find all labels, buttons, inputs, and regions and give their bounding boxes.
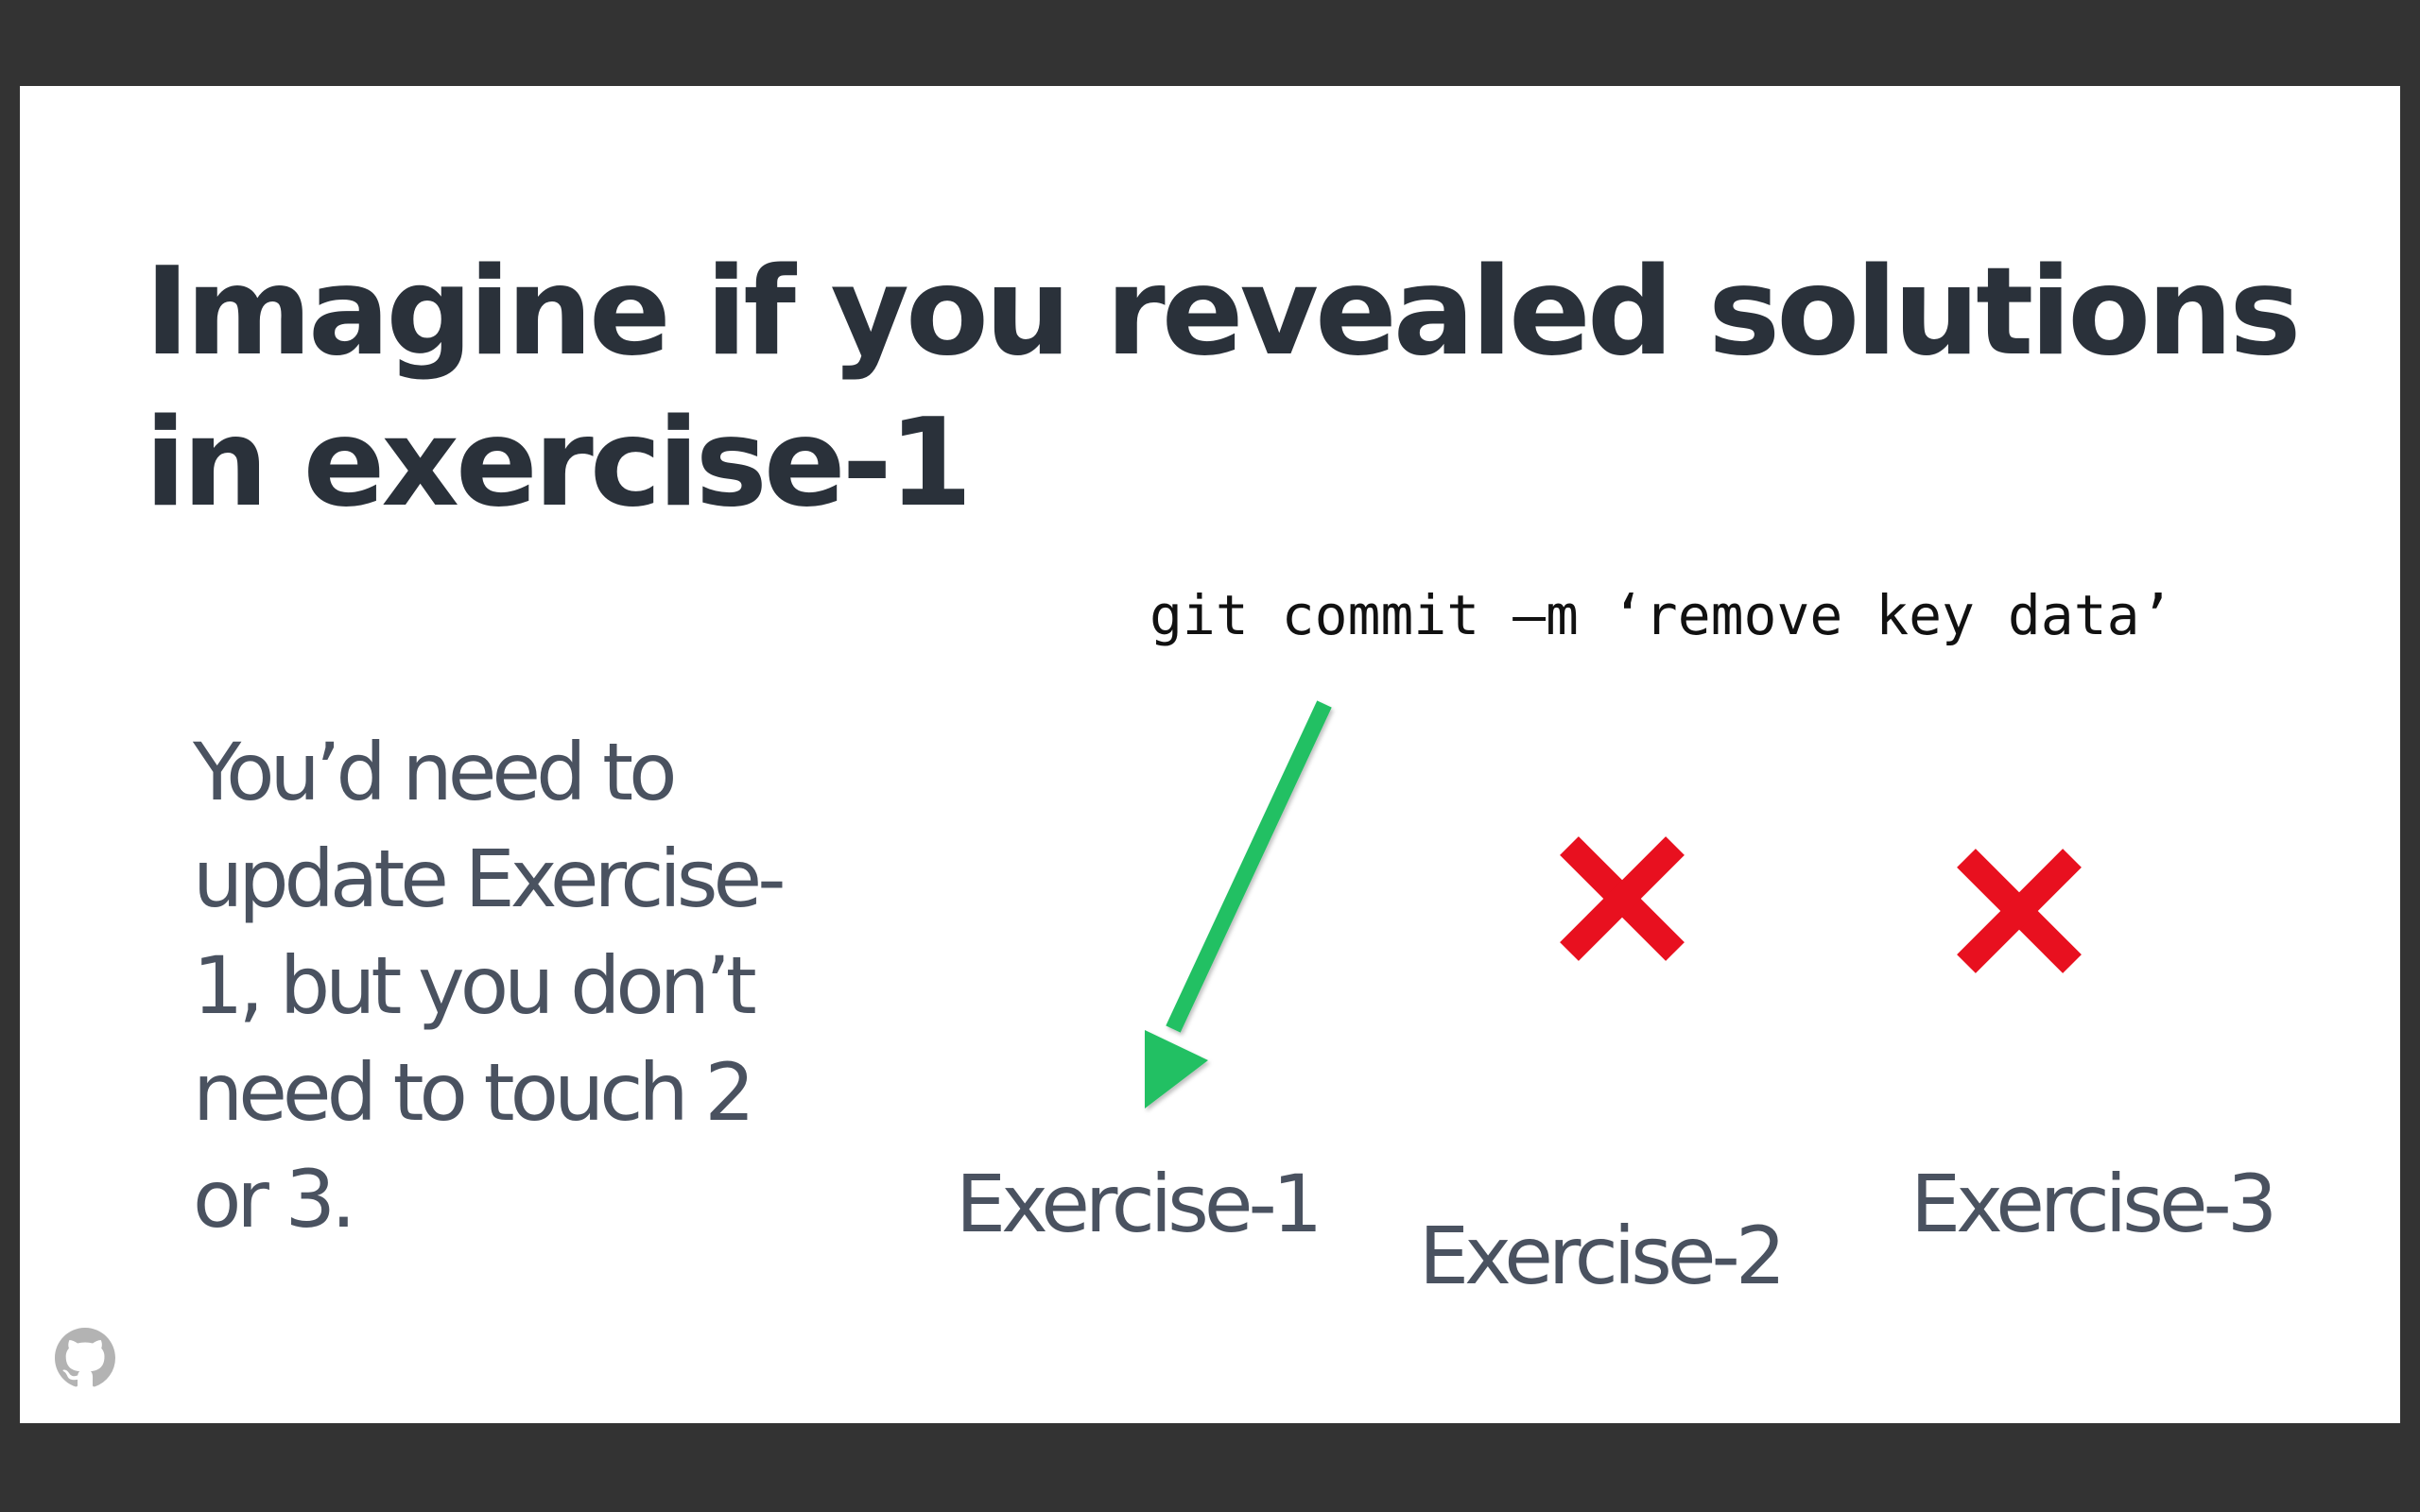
slide-title: Imagine if you revealed solutions in exe… xyxy=(145,242,2301,534)
github-octocat-icon xyxy=(55,1328,115,1387)
slide: Imagine if you revealed solutions in exe… xyxy=(20,86,2400,1423)
red-x-icon xyxy=(1957,849,2082,973)
slide-body-text: You’d need to update Exercise-1, but you… xyxy=(193,726,786,1246)
exercise-1-label: Exercise-1 xyxy=(956,1158,1322,1250)
red-x-icon xyxy=(1560,836,1685,961)
green-arrow-icon xyxy=(1145,700,1332,1108)
git-command-text: git commit –m ‘remove key data’ xyxy=(1150,583,2173,647)
exercise-3-label: Exercise-3 xyxy=(1910,1158,2277,1250)
exercise-2-label: Exercise-2 xyxy=(1419,1210,1786,1302)
